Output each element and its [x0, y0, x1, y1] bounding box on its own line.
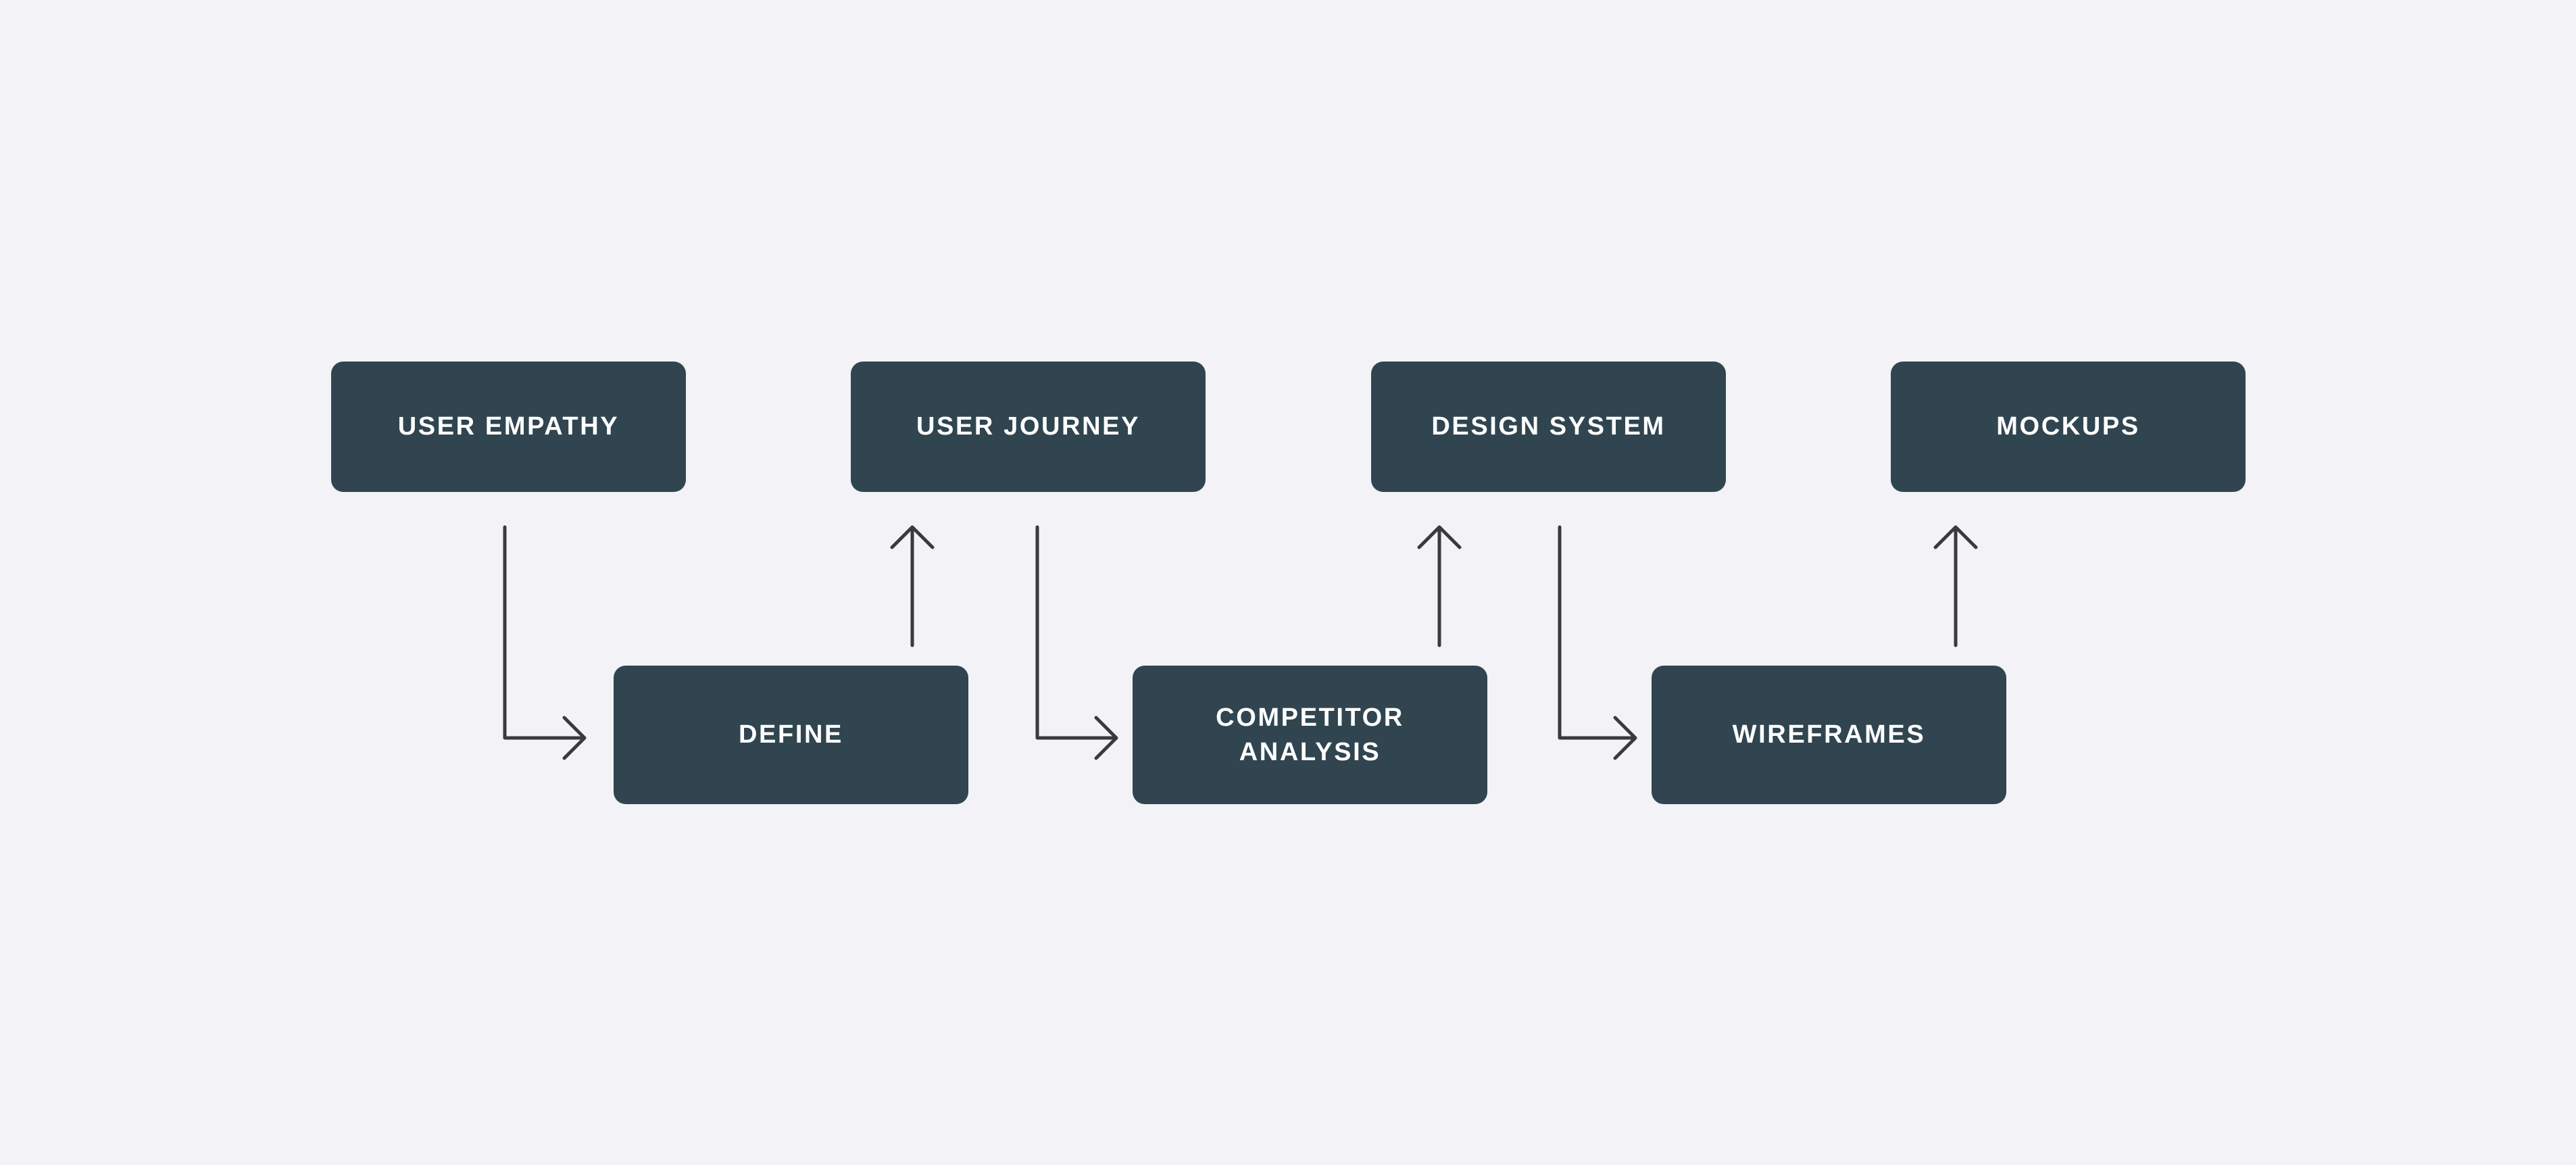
arrowhead-up-competitor-analysis-to-design-system [1417, 525, 1462, 549]
connector-line-user-journey-to-competitor-analysis [1035, 525, 1117, 740]
arrowhead-up-define-to-user-journey [890, 525, 935, 549]
arrowhead-right-user-empathy-to-define [562, 716, 587, 760]
connector-competitor-analysis-to-design-system [1417, 525, 1462, 647]
node-mockups[interactable]: MOCKUPS [1891, 362, 2246, 492]
connector-design-system-to-wireframes [1558, 525, 1637, 760]
arrowhead-up-wireframes-to-mockups [1933, 525, 1978, 549]
node-label-user-journey: USER JOURNEY [916, 412, 1141, 441]
connector-line-design-system-to-wireframes [1558, 525, 1636, 740]
node-user-empathy[interactable]: USER EMPATHY [331, 362, 686, 492]
connector-line-user-empathy-to-define [503, 525, 585, 740]
node-label-define: DEFINE [739, 720, 843, 749]
node-design-system[interactable]: DESIGN SYSTEM [1371, 362, 1726, 492]
node-label-mockups: MOCKUPS [1996, 412, 2140, 441]
connector-user-journey-to-competitor-analysis [1035, 525, 1118, 760]
node-label-design-system: DESIGN SYSTEM [1431, 412, 1666, 441]
node-define[interactable]: DEFINE [614, 666, 968, 804]
arrowhead-right-user-journey-to-competitor-analysis [1094, 716, 1118, 760]
connector-define-to-user-journey [890, 525, 935, 647]
node-competitor-analysis[interactable]: COMPETITOR ANALYSIS [1133, 666, 1487, 804]
connector-user-empathy-to-define [503, 525, 587, 760]
node-label-wireframes: WIREFRAMES [1732, 720, 1926, 749]
node-wireframes[interactable]: WIREFRAMES [1652, 666, 2006, 804]
arrowhead-right-design-system-to-wireframes [1613, 716, 1637, 760]
node-label-competitor-analysis: COMPETITOR ANALYSIS [1216, 703, 1404, 766]
node-label-user-empathy: USER EMPATHY [397, 412, 620, 441]
node-user-journey[interactable]: USER JOURNEY [851, 362, 1206, 492]
connector-wireframes-to-mockups [1933, 525, 1978, 647]
